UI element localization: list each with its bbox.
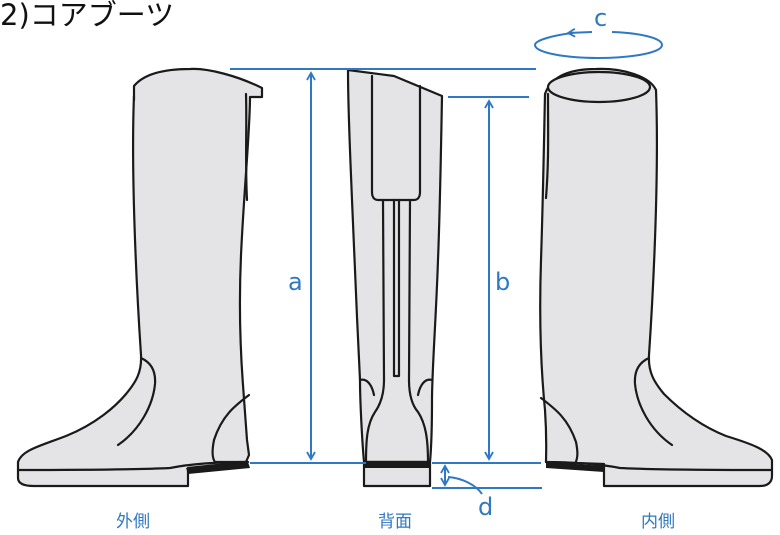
measure-c: c bbox=[533, 4, 664, 60]
outer-side-boot bbox=[16, 67, 264, 488]
label-d: d bbox=[478, 493, 493, 521]
label-c: c bbox=[594, 4, 607, 32]
label-back-view: 背面 bbox=[378, 512, 412, 532]
inner-side-boot bbox=[539, 67, 774, 488]
label-a: a bbox=[288, 268, 303, 296]
measure-b: b bbox=[432, 96, 541, 464]
measure-a: a bbox=[230, 68, 536, 464]
back-view-boot bbox=[346, 68, 444, 488]
measure-d: d bbox=[432, 464, 542, 521]
diagram-title: 2)コアブーツ bbox=[0, 0, 175, 32]
label-inner-side: 内側 bbox=[641, 512, 675, 532]
label-b: b bbox=[495, 268, 510, 296]
label-outer-side: 外側 bbox=[116, 512, 150, 532]
